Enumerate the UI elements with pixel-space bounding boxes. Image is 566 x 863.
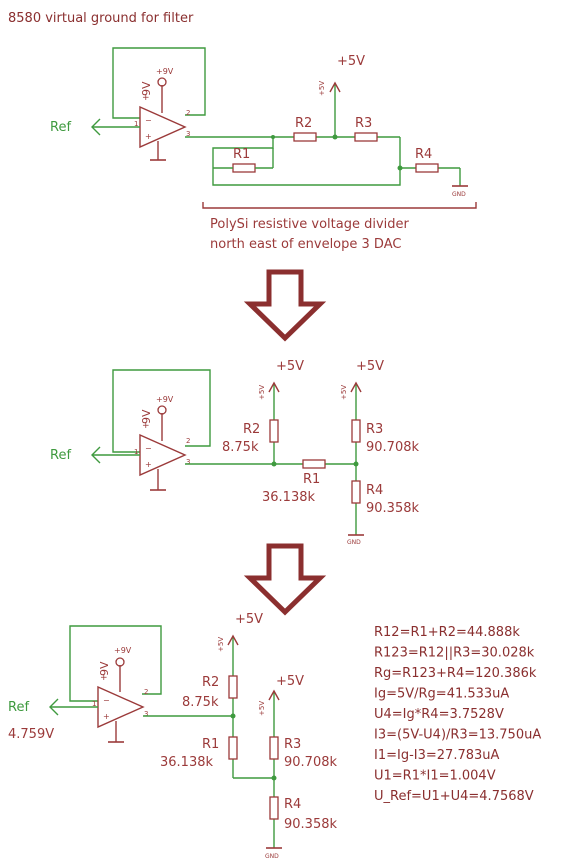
schematic-simplified: − + 1 2 3 +9V 9V + Ref +5V +5V R2 8.75k … xyxy=(50,359,419,546)
nine-v-label-1: 9V xyxy=(140,81,153,96)
down-arrow-2 xyxy=(243,543,327,616)
svg-text:−: − xyxy=(145,116,152,125)
svg-text:R1: R1 xyxy=(233,147,250,162)
svg-text:+: + xyxy=(142,421,150,431)
resistor-r4-3 xyxy=(269,796,279,820)
svg-text:+5V: +5V xyxy=(340,385,348,400)
resistor-r2-3 xyxy=(228,675,238,699)
nine-v-label-3: 9V xyxy=(98,661,111,676)
svg-text:R2: R2 xyxy=(243,422,260,437)
svg-text:+5V: +5V xyxy=(258,385,266,400)
plus9v-label-1: +9V xyxy=(156,67,174,76)
equation-line: R12=R1+R2=44.888k xyxy=(374,625,520,640)
svg-text:R1: R1 xyxy=(303,472,320,487)
ref-label-2: Ref xyxy=(50,448,71,463)
plus5v-label-1: +5V xyxy=(337,54,365,69)
ref-label-1: Ref xyxy=(50,120,71,135)
r1-value-2: 36.138k xyxy=(262,490,315,505)
r3-value-2: 90.708k xyxy=(366,440,419,455)
r3-value-3: 90.708k xyxy=(284,755,337,770)
svg-text:2: 2 xyxy=(186,109,190,117)
svg-text:GND: GND xyxy=(265,853,279,860)
resistor-r2-2 xyxy=(269,419,279,443)
resistor-r3-2 xyxy=(351,419,361,443)
r2-value-2: 8.75k xyxy=(222,440,259,455)
r4-value-2: 90.358k xyxy=(366,501,419,516)
r1-value-3: 36.138k xyxy=(160,755,213,770)
svg-text:R4: R4 xyxy=(284,797,301,812)
svg-text:1: 1 xyxy=(134,448,138,456)
svg-text:+5V: +5V xyxy=(217,637,225,652)
ref-voltage: 4.759V xyxy=(8,727,54,742)
nine-v-label-2: 9V xyxy=(140,409,153,424)
svg-text:2: 2 xyxy=(144,688,148,696)
svg-text:+: + xyxy=(145,460,152,469)
resistor-r3-3 xyxy=(269,736,279,760)
r2-value-3: 8.75k xyxy=(182,695,219,710)
note-line-1: PolySi resistive voltage divider xyxy=(210,217,410,232)
plus9v-label-2: +9V xyxy=(156,395,174,404)
svg-text:+5V: +5V xyxy=(276,359,304,374)
svg-text:R4: R4 xyxy=(366,483,383,498)
diagram-title: 8580 virtual ground for filter xyxy=(8,11,194,26)
resistor-r1-1 xyxy=(232,163,256,173)
svg-text:R3: R3 xyxy=(366,422,383,437)
down-arrow-1 xyxy=(243,269,327,342)
svg-text:R2: R2 xyxy=(295,116,312,131)
svg-text:GND: GND xyxy=(452,191,466,198)
resistor-r2-1 xyxy=(293,132,317,142)
svg-text:+5V: +5V xyxy=(258,701,266,716)
equation-line: Rg=R123+R4=120.386k xyxy=(374,666,537,681)
svg-text:3: 3 xyxy=(144,710,148,718)
svg-text:2: 2 xyxy=(186,437,190,445)
r4-value-3: 90.358k xyxy=(284,817,337,832)
svg-text:+5V: +5V xyxy=(318,81,326,96)
svg-text:−: − xyxy=(145,444,152,453)
svg-text:−: − xyxy=(103,696,110,705)
equation-list: R12=R1+R2=44.888kR123=R12||R3=30.028kRg=… xyxy=(374,625,541,804)
equation-line: Ig=5V/Rg=41.533uA xyxy=(374,687,509,702)
equation-line: U_Ref=U1+U4=4.7568V xyxy=(374,789,534,804)
svg-text:R3: R3 xyxy=(355,116,372,131)
svg-text:+5V: +5V xyxy=(276,674,304,689)
resistor-r4-2 xyxy=(351,480,361,504)
svg-text:+5V: +5V xyxy=(356,359,384,374)
resistor-r4-1 xyxy=(415,163,439,173)
svg-text:+: + xyxy=(100,673,108,683)
equation-line: U1=R1*I1=1.004V xyxy=(374,769,496,784)
svg-text:+: + xyxy=(145,132,152,141)
equation-line: R123=R12||R3=30.028k xyxy=(374,646,535,661)
svg-text:3: 3 xyxy=(186,130,190,138)
equation-line: I3=(5V-U4)/R3=13.750uA xyxy=(374,728,541,743)
svg-text:R4: R4 xyxy=(415,147,432,162)
resistor-r3-1 xyxy=(354,132,378,142)
plus9v-label-3: +9V xyxy=(114,646,132,655)
equation-line: U4=Ig*R4=3.7528V xyxy=(374,707,504,722)
svg-text:+5V: +5V xyxy=(235,612,263,627)
opamp-3: − + xyxy=(97,685,145,729)
svg-text:R1: R1 xyxy=(202,737,219,752)
svg-text:1: 1 xyxy=(134,120,138,128)
svg-text:+: + xyxy=(103,712,110,721)
svg-text:R3: R3 xyxy=(284,737,301,752)
schematic-analysis: − + 1 2 3 +9V 9V + Ref 4.759V +5V +5V R2… xyxy=(8,612,337,860)
svg-text:GND: GND xyxy=(347,539,361,546)
svg-text:+: + xyxy=(142,93,150,103)
resistor-r1-3 xyxy=(228,736,238,760)
svg-text:R2: R2 xyxy=(202,675,219,690)
schematic-original: − + 1 2 3 +9V 9V + Ref R2 +5V +5V R3 xyxy=(50,47,477,252)
svg-text:3: 3 xyxy=(186,458,190,466)
note-line-2: north east of envelope 3 DAC xyxy=(210,237,401,252)
resistor-r1-2 xyxy=(302,459,326,469)
equation-line: I1=Ig-I3=27.783uA xyxy=(374,748,499,763)
ref-label-3: Ref xyxy=(8,700,29,715)
svg-text:1: 1 xyxy=(92,700,96,708)
